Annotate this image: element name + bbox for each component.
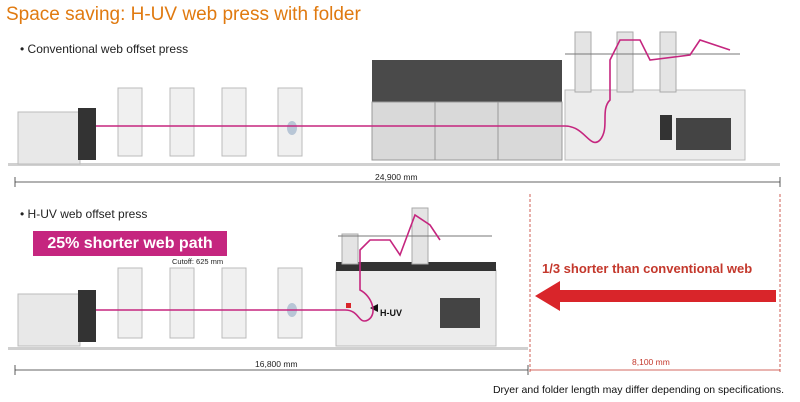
huv-press [8,207,529,375]
saving-length: 8,100 mm [632,357,670,367]
huv-reelstand [17,293,81,347]
conventional-web-path [96,39,731,144]
page-title: Space saving: H-UV web press with folder [6,4,361,25]
shorter-path-badge: 25% shorter web path [33,231,227,256]
huv-dimension-line [14,365,529,375]
saving-region [529,194,781,372]
conventional-print-units [117,87,303,157]
conventional-infeed [78,108,96,160]
huv-web-path [96,213,441,322]
conventional-label: • Conventional web offset press [20,42,189,56]
conventional-press [8,31,781,187]
huv-label: • H-UV web offset press [20,207,148,221]
footnote: Dryer and folder length may differ depen… [492,384,784,396]
conventional-dimension-line [14,177,781,187]
cutoff-label: Cutoff: 625 mm [172,257,224,266]
huv-print-units [117,267,303,339]
conventional-folder [564,31,746,161]
saving-arrow [535,281,776,311]
conventional-dryer [371,60,563,161]
conventional-reelstand [17,111,81,165]
conventional-length: 24,900 mm [375,172,418,182]
saving-label: 1/3 shorter than conventional web [542,261,753,276]
conventional-floor [8,163,780,166]
huv-unit-label: H-UV [380,308,402,318]
huv-length: 16,800 mm [255,359,298,369]
huv-floor [8,347,528,350]
huv-infeed [78,290,96,342]
huv-folder [335,207,497,347]
